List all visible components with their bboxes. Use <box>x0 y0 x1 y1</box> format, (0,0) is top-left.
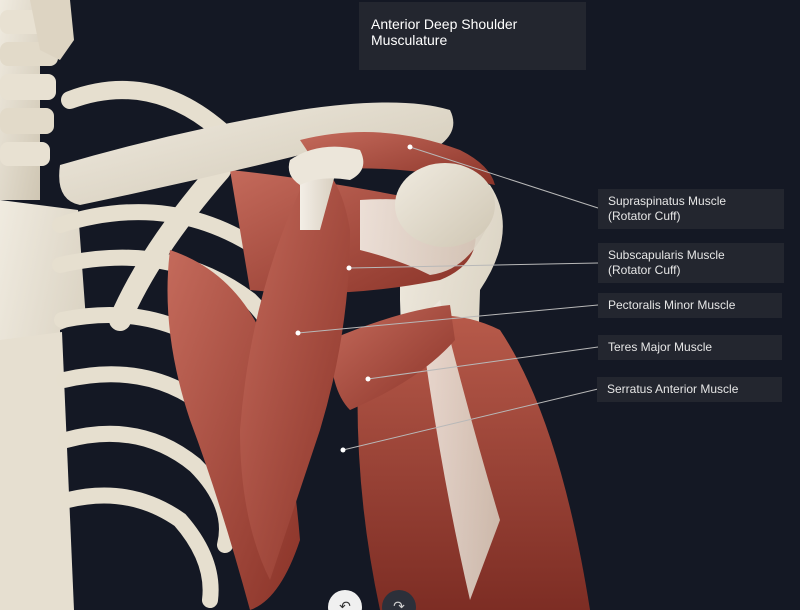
sternum <box>0 200 86 610</box>
pin-dots[interactable] <box>295 144 413 453</box>
tag-reply-icon: ↶ <box>339 599 351 610</box>
label-supraspinatus-group: (Rotator Cuff) <box>608 209 681 223</box>
label-teres-major-name: Teres Major Muscle <box>608 340 713 354</box>
view-title: Anterior Deep Shoulder Musculature <box>371 16 518 48</box>
pectoralis-minor-shape <box>240 160 350 580</box>
tag-forward-button[interactable]: ↷ <box>382 590 416 610</box>
tag-reply-button[interactable]: ↶ <box>328 590 362 610</box>
leader-lines <box>297 146 599 451</box>
arm-tendon <box>420 300 500 600</box>
tag-forward-icon: ↷ <box>393 599 405 610</box>
label-pectoralis-minor-name: Pectoralis Minor Muscle <box>608 298 736 312</box>
label-subscapularis[interactable]: Subscapularis Muscle (Rotator Cuff) <box>598 243 784 283</box>
label-serratus-anterior-name: Serratus Anterior Muscle <box>607 382 739 396</box>
label-pectoralis-minor[interactable]: Pectoralis Minor Muscle <box>598 293 782 318</box>
label-subscapularis-name: Subscapularis Muscle <box>608 248 725 262</box>
coracoid-process <box>288 146 364 185</box>
label-subscapularis-group: (Rotator Cuff) <box>608 263 681 277</box>
clavicle <box>59 102 454 205</box>
label-supraspinatus[interactable]: Supraspinatus Muscle (Rotator Cuff) <box>598 189 784 229</box>
humeral-head <box>395 163 495 247</box>
label-serratus-anterior[interactable]: Serratus Anterior Muscle <box>597 377 782 402</box>
label-supraspinatus-name: Supraspinatus Muscle <box>608 194 727 208</box>
cervical-spine <box>0 0 74 200</box>
teres-major-shape <box>330 305 455 410</box>
label-teres-major[interactable]: Teres Major Muscle <box>598 335 782 360</box>
view-title-box: Anterior Deep Shoulder Musculature <box>359 2 586 70</box>
